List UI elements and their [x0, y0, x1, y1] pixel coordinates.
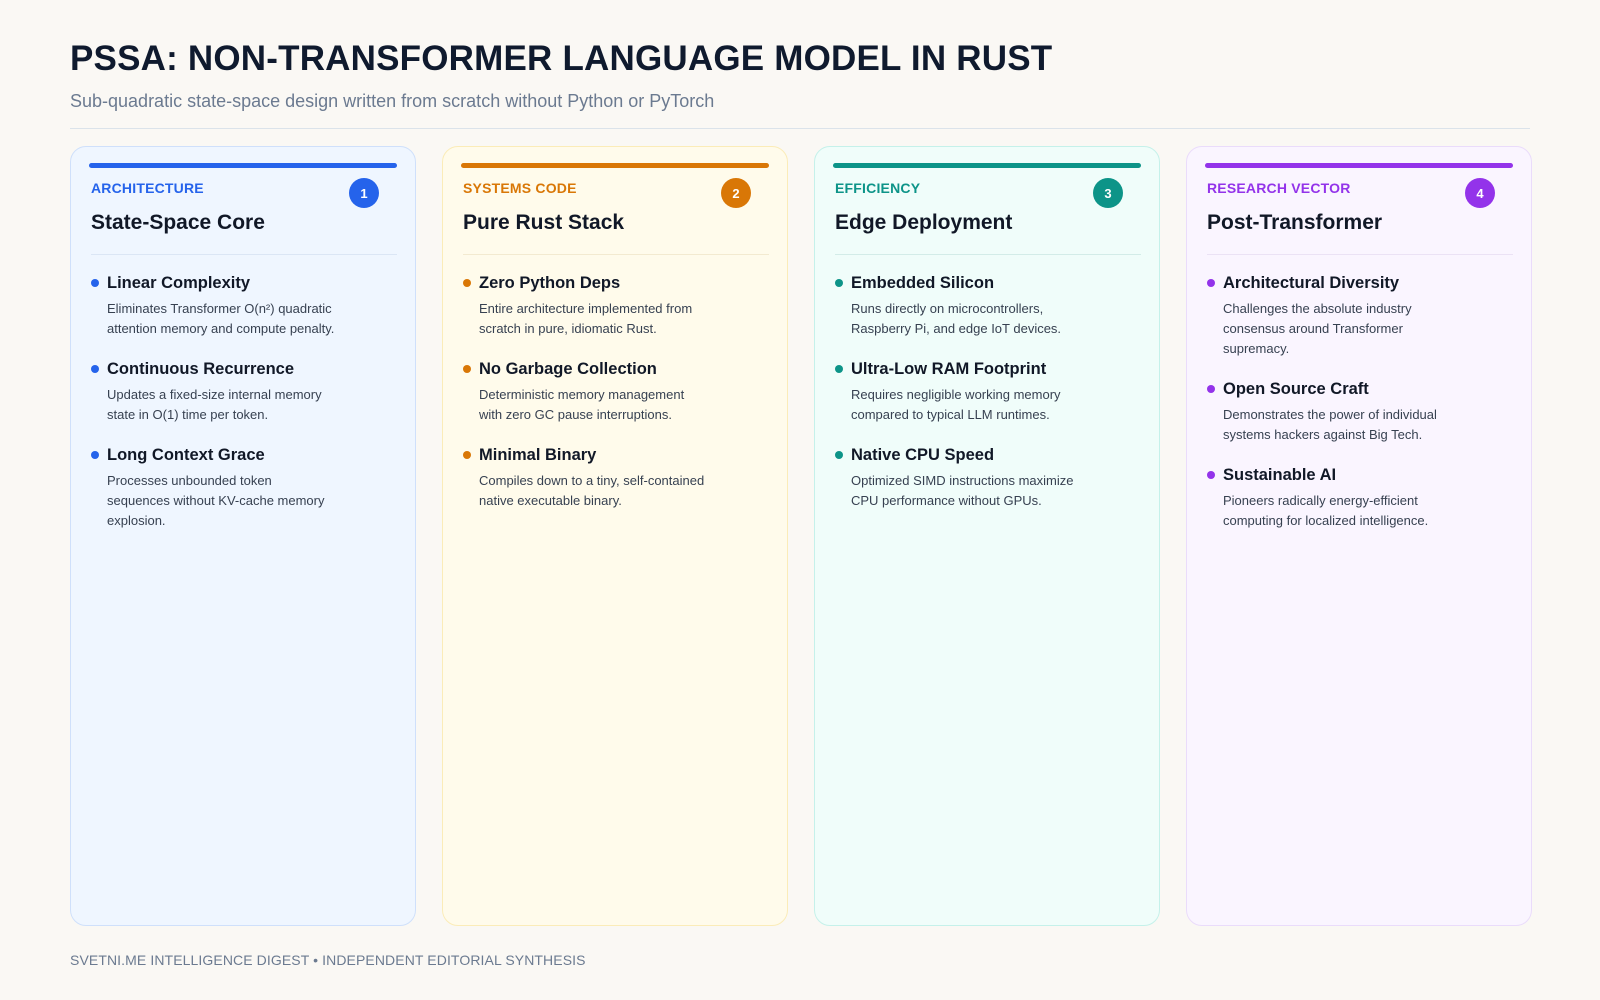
- list-item: Linear Complexity Eliminates Transformer…: [89, 273, 397, 339]
- item-description: Runs directly on microcontrollers, Raspb…: [851, 301, 1062, 336]
- card-divider: [463, 254, 769, 255]
- card-kicker: SYSTEMS CODE: [463, 180, 577, 196]
- item-description: Processes unbounded token sequences with…: [107, 473, 325, 528]
- list-item: Minimal Binary Compiles down to a tiny, …: [461, 445, 769, 511]
- card-title: Post-Transformer: [1207, 211, 1383, 234]
- item-title: Linear Complexity: [107, 274, 251, 292]
- card-header: RESEARCH VECTOR 4 Post-Transformer: [1205, 178, 1513, 236]
- card-title: State-Space Core: [91, 211, 265, 234]
- header-divider: [70, 128, 1530, 129]
- item-title: Ultra-Low RAM Footprint: [851, 360, 1047, 378]
- card-kicker: EFFICIENCY: [835, 180, 921, 196]
- item-title: Sustainable AI: [1223, 466, 1337, 484]
- item-title: Native CPU Speed: [851, 446, 995, 464]
- list-item: Architectural Diversity Challenges the a…: [1205, 273, 1513, 359]
- list-item: Sustainable AI Pioneers radically energy…: [1205, 465, 1513, 531]
- item-title: Open Source Craft: [1223, 380, 1369, 398]
- bullet-dot-icon: [835, 365, 843, 373]
- item-title: Zero Python Deps: [479, 274, 621, 292]
- card-title: Pure Rust Stack: [463, 211, 625, 234]
- bullet-dot-icon: [1207, 385, 1215, 393]
- item-title: Architectural Diversity: [1223, 274, 1400, 292]
- list-item: Long Context Grace Processes unbounded t…: [89, 445, 397, 531]
- card-number-badge: 2: [721, 178, 751, 208]
- bullet-dot-icon: [91, 279, 99, 287]
- card-accent-bar: [833, 163, 1141, 168]
- card-number-badge: 3: [1093, 178, 1123, 208]
- card-divider: [1207, 254, 1513, 255]
- bullet-dot-icon: [835, 451, 843, 459]
- card-divider: [835, 254, 1141, 255]
- bullet-dot-icon: [463, 365, 471, 373]
- item-description: Optimized SIMD instructions maximize CPU…: [851, 473, 1074, 508]
- card-number-badge: 1: [349, 178, 379, 208]
- item-title: Continuous Recurrence: [107, 360, 295, 378]
- item-description: Requires negligible working memory compa…: [851, 387, 1061, 422]
- cards-row: ARCHITECTURE 1 State-Space Core Linear C…: [70, 146, 1532, 926]
- item-title: No Garbage Collection: [479, 360, 657, 378]
- item-title: Embedded Silicon: [851, 274, 995, 292]
- bullet-dot-icon: [91, 451, 99, 459]
- card-header: EFFICIENCY 3 Edge Deployment: [833, 178, 1141, 236]
- header: PSSA: NON-TRANSFORMER LANGUAGE MODEL IN …: [70, 0, 1530, 129]
- list-item: Continuous Recurrence Updates a fixed-si…: [89, 359, 397, 425]
- card-accent-bar: [89, 163, 397, 168]
- bullet-dot-icon: [835, 279, 843, 287]
- list-item: Ultra-Low RAM Footprint Requires negligi…: [833, 359, 1141, 425]
- item-description: Pioneers radically energy-efficient comp…: [1223, 493, 1429, 528]
- page-title: PSSA: NON-TRANSFORMER LANGUAGE MODEL IN …: [70, 39, 1053, 78]
- list-item: Embedded Silicon Runs directly on microc…: [833, 273, 1141, 339]
- item-description: Demonstrates the power of individual sys…: [1223, 407, 1437, 442]
- list-item: No Garbage Collection Deterministic memo…: [461, 359, 769, 425]
- card-header: ARCHITECTURE 1 State-Space Core: [89, 178, 397, 236]
- bullet-dot-icon: [463, 279, 471, 287]
- card-accent-bar: [461, 163, 769, 168]
- item-description: Updates a fixed-size internal memory sta…: [107, 387, 322, 422]
- item-description: Challenges the absolute industry consens…: [1223, 301, 1412, 356]
- card-systems-code: SYSTEMS CODE 2 Pure Rust Stack Zero Pyth…: [442, 146, 788, 926]
- card-research-vector: RESEARCH VECTOR 4 Post-Transformer Archi…: [1186, 146, 1532, 926]
- bullet-dot-icon: [1207, 471, 1215, 479]
- card-accent-bar: [1205, 163, 1513, 168]
- bullet-dot-icon: [1207, 279, 1215, 287]
- card-kicker: ARCHITECTURE: [91, 180, 204, 196]
- bullet-dot-icon: [91, 365, 99, 373]
- card-number-badge: 4: [1465, 178, 1495, 208]
- card-title: Edge Deployment: [835, 211, 1013, 234]
- card-header: SYSTEMS CODE 2 Pure Rust Stack: [461, 178, 769, 236]
- card-kicker: RESEARCH VECTOR: [1207, 180, 1351, 196]
- page-subtitle: Sub-quadratic state-space design written…: [70, 91, 715, 111]
- item-description: Deterministic memory management with zer…: [479, 387, 685, 422]
- card-divider: [91, 254, 397, 255]
- item-description: Eliminates Transformer O(n²) quadratic a…: [107, 301, 335, 336]
- item-title: Long Context Grace: [107, 446, 265, 464]
- list-item: Zero Python Deps Entire architecture imp…: [461, 273, 769, 339]
- list-item: Native CPU Speed Optimized SIMD instruct…: [833, 445, 1141, 511]
- card-efficiency: EFFICIENCY 3 Edge Deployment Embedded Si…: [814, 146, 1160, 926]
- item-title: Minimal Binary: [479, 446, 597, 464]
- bullet-dot-icon: [463, 451, 471, 459]
- footer-credit: SVETNI.ME INTELLIGENCE DIGEST • INDEPEND…: [70, 952, 586, 968]
- list-item: Open Source Craft Demonstrates the power…: [1205, 379, 1513, 445]
- item-description: Compiles down to a tiny, self-contained …: [479, 473, 705, 508]
- card-architecture: ARCHITECTURE 1 State-Space Core Linear C…: [70, 146, 416, 926]
- item-description: Entire architecture implemented from scr…: [479, 301, 693, 336]
